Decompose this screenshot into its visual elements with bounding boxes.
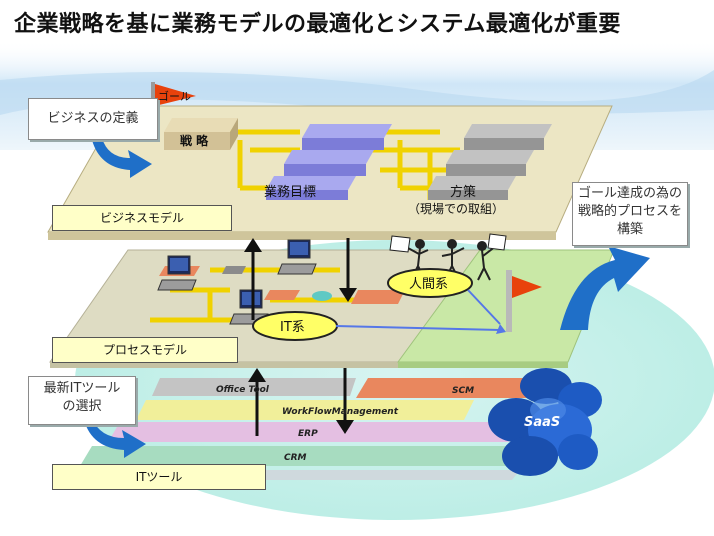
flow-arrowhead: [496, 324, 506, 334]
business-connectors: [220, 129, 460, 200]
measure-blocks: [428, 124, 552, 200]
process-plate-right-edge: [398, 362, 568, 368]
callout-goal-process-line1: ゴール達成の為の: [577, 186, 682, 201]
workflow-bar: [136, 400, 474, 420]
erp-bar: [108, 422, 520, 442]
curved-arrow-goal: [560, 246, 650, 330]
crm-bar: [80, 446, 540, 466]
vertical-arrows: [244, 238, 357, 436]
callout-it-tool-line2: の選択: [62, 399, 102, 414]
callout-it-tool-line1: 最新ITツール: [43, 381, 121, 396]
layer-label-it: ITツール: [52, 464, 266, 490]
crm-label: CRM: [284, 453, 307, 463]
callout-business-definition: ビジネスの定義: [28, 98, 158, 140]
business-def-arrow: [92, 138, 152, 178]
it-select-arrow: [84, 418, 146, 458]
objective-blocks: [266, 124, 392, 200]
workflow-label: WorkFlowManagement: [282, 407, 399, 417]
human-system-bubble: [387, 268, 473, 298]
process-plate-edge: [50, 362, 438, 368]
callout-it-tool-selection: 最新ITツール の選択: [28, 376, 136, 425]
business-plate-edge: [48, 232, 556, 240]
goal-flag-process: [506, 270, 542, 332]
callout-goal-process-line2: 戦略的プロセスを: [577, 204, 682, 219]
it-system-label: IT系: [280, 320, 305, 335]
strategy-block: [164, 118, 238, 150]
scm-bar: [356, 378, 560, 398]
saas-cloud: [488, 368, 602, 476]
human-system-label: 人間系: [409, 277, 448, 292]
layer-label-business: ビジネスモデル: [52, 205, 232, 231]
layer-label-process: プロセスモデル: [52, 337, 238, 363]
it-layer-bars: [52, 378, 560, 480]
measures-label: 方策: [450, 184, 476, 200]
objectives-label: 業務目標: [264, 184, 316, 200]
callout-goal-process-line3: 構築: [616, 222, 643, 237]
scm-label: SCM: [452, 386, 474, 396]
goal-flag-label: ゴール: [158, 89, 191, 103]
computer-icon-2: [277, 239, 317, 275]
strategy-label: 戦 略: [180, 133, 209, 148]
computer-icon-1: [157, 255, 197, 291]
erp-label: ERP: [298, 429, 318, 439]
flow-lines: [335, 289, 501, 331]
measures-sub-label: （現場での取組）: [408, 202, 504, 216]
process-connectors: [150, 267, 390, 323]
network-hub-icon: [222, 266, 332, 301]
saas-label: SaaS: [524, 415, 560, 430]
people-icon: [389, 233, 507, 281]
callout-goal-process: ゴール達成の為の 戦略的プロセスを 構築: [572, 182, 688, 246]
office-bar: [152, 378, 356, 396]
office-tool-label: Office Tool: [216, 385, 270, 395]
callout-business-definition-text: ビジネスの定義: [47, 111, 139, 126]
slide-title: 企業戦略を基に業務モデルの最適化とシステム最適化が重要: [14, 12, 621, 37]
sky-streak: [0, 70, 714, 115]
